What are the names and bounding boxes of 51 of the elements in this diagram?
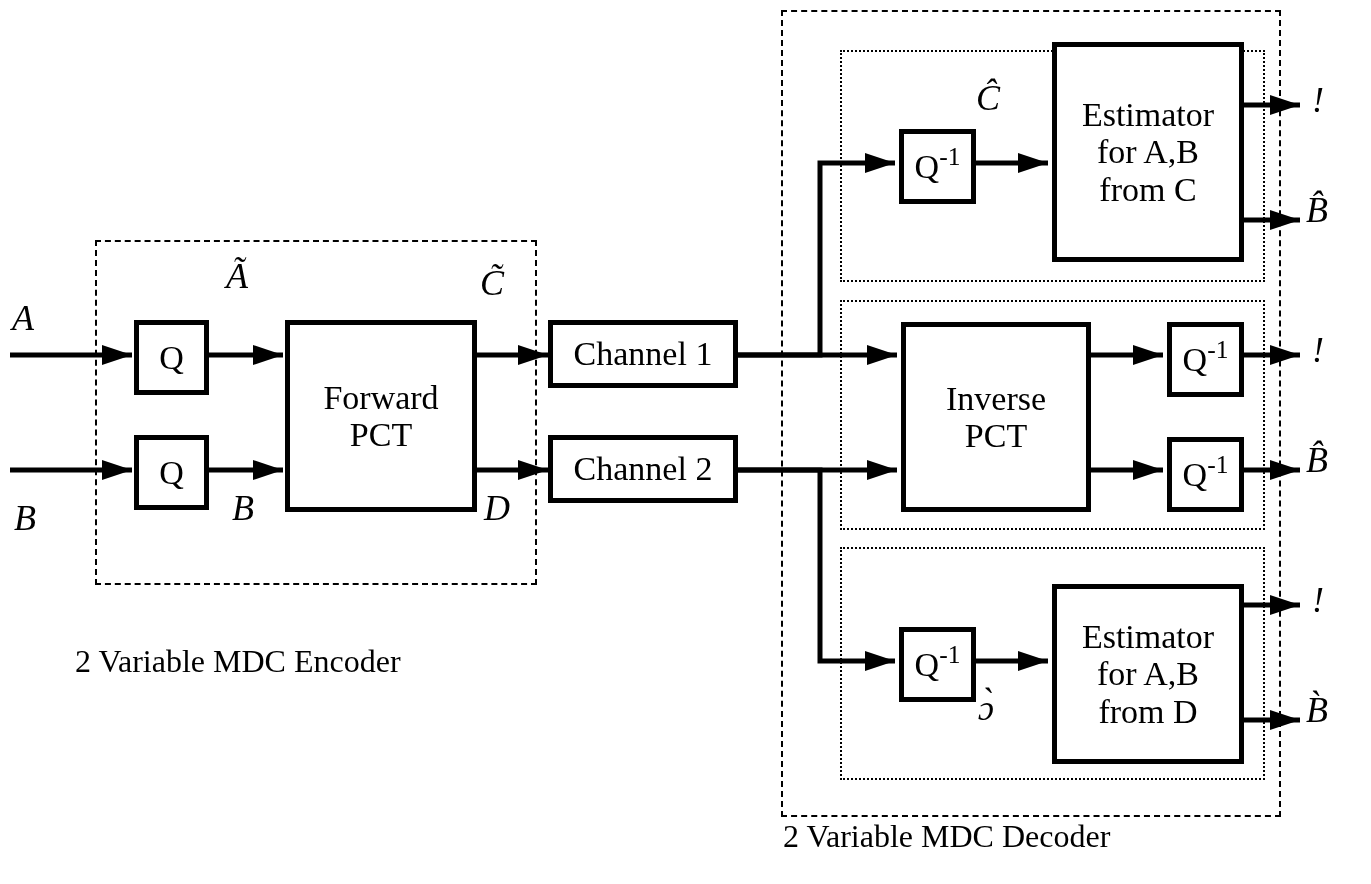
process-box	[1167, 437, 1244, 512]
arrow	[475, 345, 548, 365]
box-label: Estimator for A,B from D	[1080, 617, 1216, 731]
process-box	[899, 129, 976, 204]
process-box	[899, 627, 976, 702]
edge-label: B̀	[1306, 692, 1328, 728]
process-box	[548, 435, 738, 503]
process-box	[1052, 584, 1244, 764]
box-label: Q$^{-1}$	[913, 147, 962, 186]
group-frame	[840, 547, 1265, 780]
arrow	[475, 460, 548, 480]
group-frame	[840, 300, 1265, 530]
process-box	[1052, 42, 1244, 262]
group-frame	[781, 10, 1281, 817]
arrow	[207, 460, 283, 480]
edge-label: !	[1312, 82, 1324, 118]
group-caption: 2 Variable MDC Decoder	[783, 820, 1111, 852]
process-box	[134, 435, 209, 510]
arrow	[10, 345, 132, 365]
box-label: Channel 1	[572, 335, 714, 373]
box-label: Q$^{-1}$	[913, 645, 962, 684]
edge-label: !	[1312, 582, 1324, 618]
edge-label: B	[14, 500, 36, 536]
edge-label: A	[12, 300, 34, 336]
box-label: Q	[158, 338, 185, 377]
arrow	[738, 467, 895, 671]
box-label: Q	[158, 453, 185, 492]
arrow	[10, 460, 132, 480]
arrow	[207, 345, 283, 365]
edge-label: B̂	[1306, 442, 1328, 478]
process-box	[901, 322, 1091, 512]
edge-label: Ĉ	[976, 80, 1000, 116]
process-box	[285, 320, 477, 512]
group-frame	[95, 240, 537, 585]
box-label: Channel 2	[572, 450, 714, 488]
group-caption: 2 Variable MDC Encoder	[75, 645, 401, 677]
box-label: Q$^{-1}$	[1181, 340, 1230, 379]
edge-label: !	[1312, 332, 1324, 368]
box-label: Estimator for A,B from C	[1080, 95, 1216, 209]
box-label: Q$^{-1}$	[1181, 455, 1230, 494]
arrow	[738, 345, 897, 365]
box-label: Forward PCT	[322, 378, 440, 454]
edge-label: C̃	[480, 265, 504, 301]
process-box	[1167, 322, 1244, 397]
box-label: Inverse PCT	[944, 379, 1048, 455]
process-box	[134, 320, 209, 395]
process-box	[548, 320, 738, 388]
edge-label: Ã	[226, 258, 248, 294]
edge-label: D	[484, 490, 510, 526]
edge-label: B̂	[1306, 192, 1328, 228]
edge-label: B	[232, 490, 254, 526]
